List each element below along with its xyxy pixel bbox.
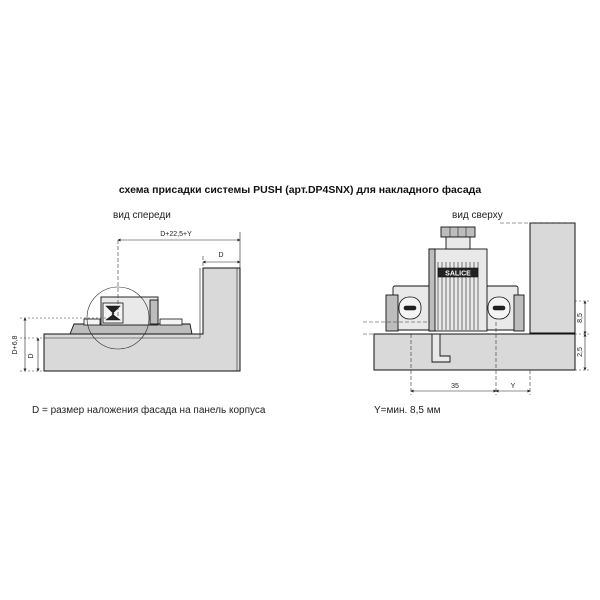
- dim-right-lower-label: 2,5: [577, 347, 584, 357]
- latch-spring-icon: [105, 305, 121, 321]
- dim-top-label: D+22,5+Y: [160, 231, 192, 238]
- dim-d-label: D: [218, 252, 223, 259]
- top-view-note: Y=мин. 8,5 мм: [374, 405, 441, 416]
- brand-plate: [437, 267, 479, 278]
- base-panel: [373, 333, 576, 371]
- front-view-note: D = размер наложения фасада на панель ко…: [32, 404, 266, 416]
- latch-hook: [431, 333, 451, 363]
- latch-base-plate: [69, 323, 193, 335]
- front-view: вид спереди D+22,5+Y D D+6,8: [12, 210, 266, 416]
- detail-circle: [86, 286, 150, 350]
- dim-bottom-left-label: 35: [451, 383, 459, 390]
- front-view-label: вид спереди: [113, 210, 171, 221]
- diagram-title: схема присадки системы PUSH (арт.DP4SNX)…: [119, 184, 482, 196]
- top-view-label: вид сверху: [452, 210, 503, 221]
- dim-left-inner-label: D: [28, 353, 35, 358]
- dim-left-outer-label: D+6,8: [12, 335, 19, 354]
- side-panel: [529, 222, 576, 334]
- brand-logo: SALICE: [445, 271, 471, 278]
- top-view: вид сверху: [363, 210, 590, 416]
- dim-bottom-right-label: Y: [511, 383, 516, 390]
- dim-right-upper-label: 8,5: [577, 313, 584, 323]
